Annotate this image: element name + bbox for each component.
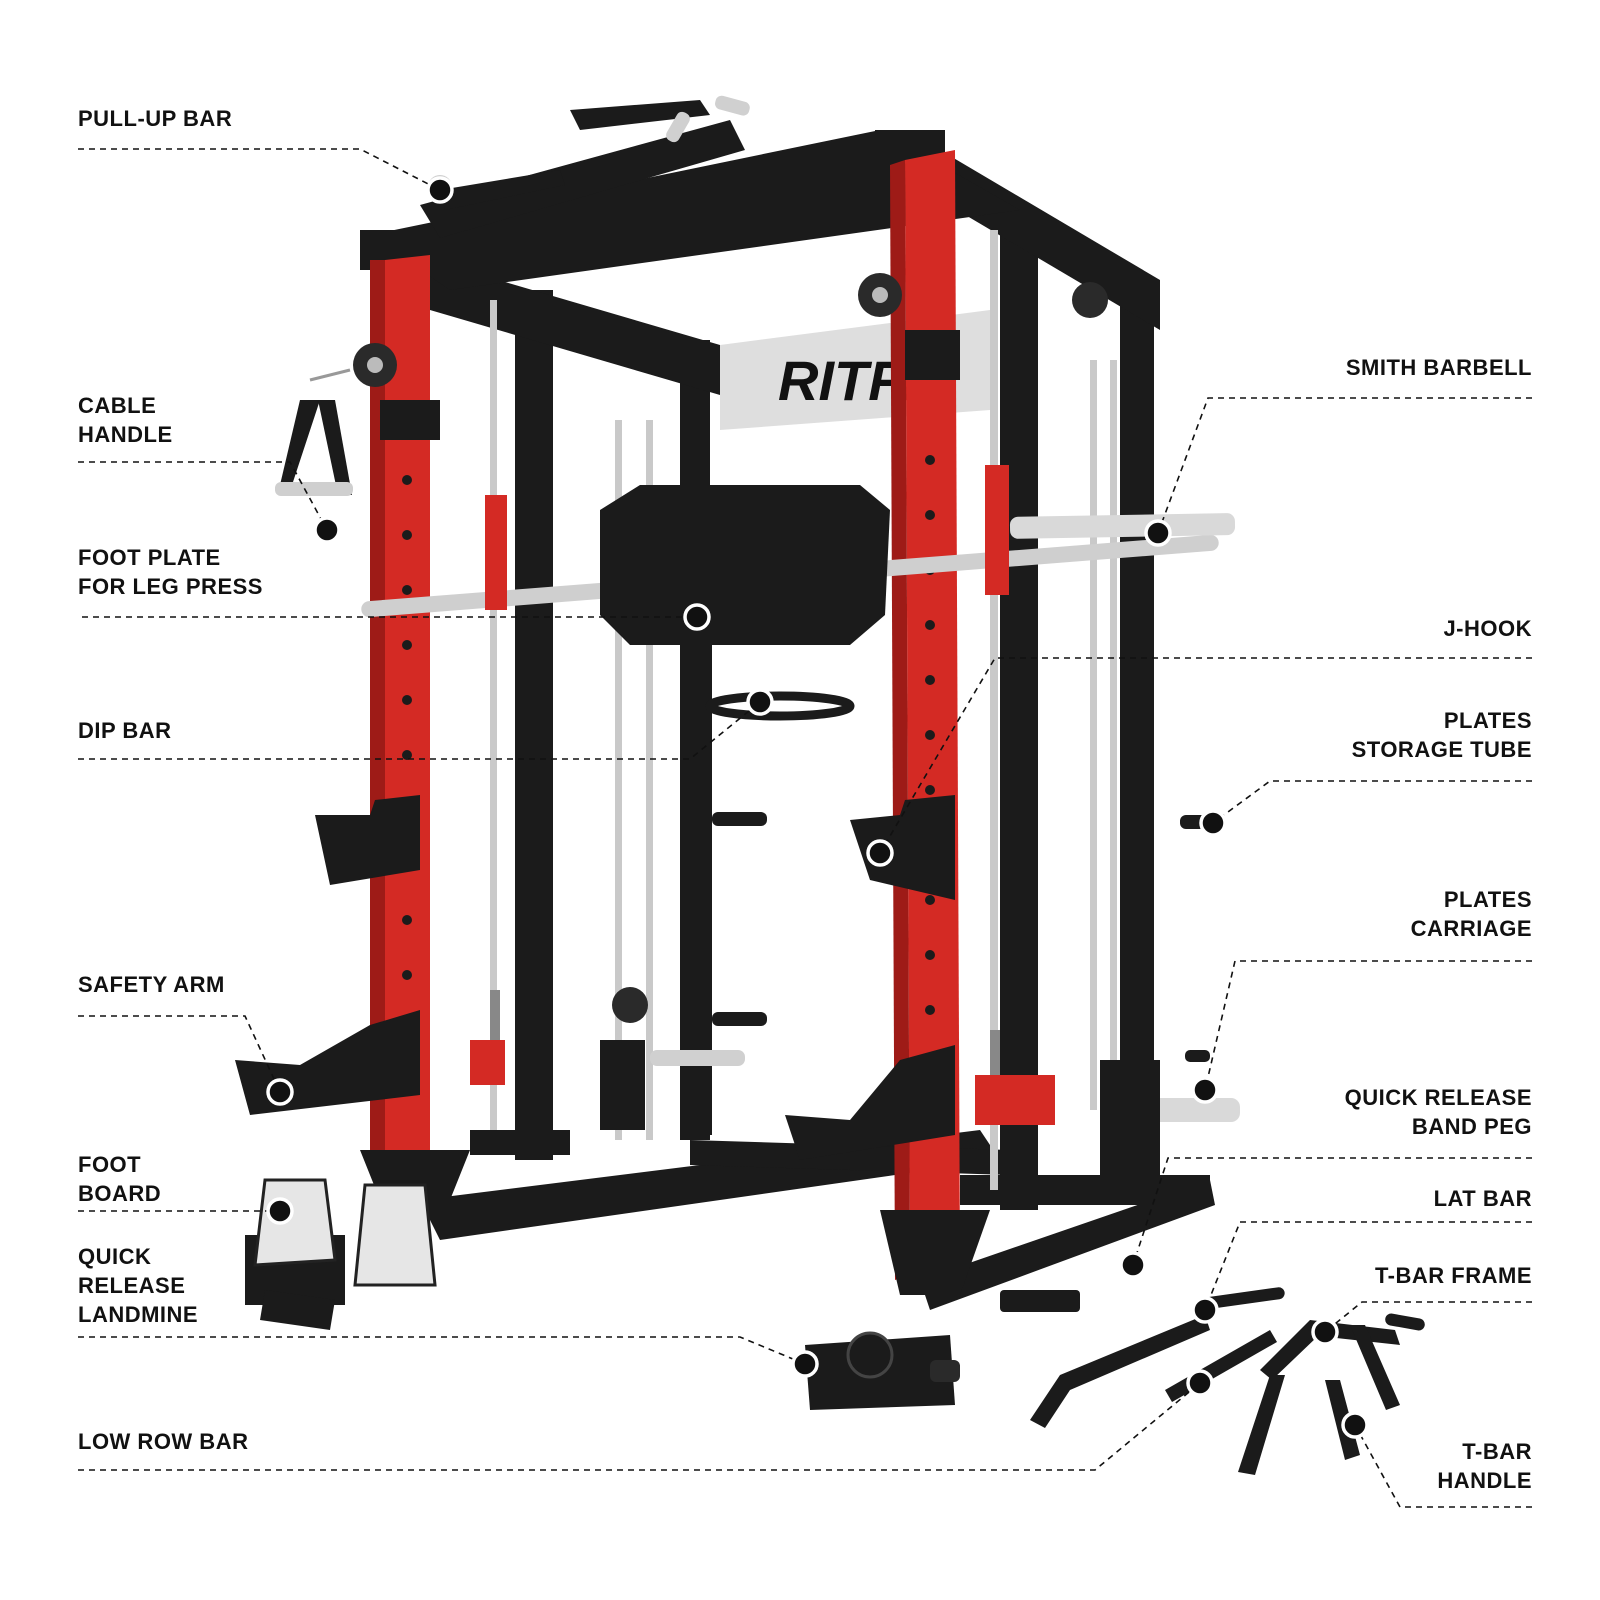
dot-safety-arm [266,1078,294,1106]
dot-foot-board [266,1197,294,1225]
dot-foot-plate [683,603,711,631]
label-lat-bar: LAT BAR [1433,1186,1532,1211]
front-right-upright [890,150,960,1280]
dot-cable-handle [313,516,341,544]
front-left-upright [370,255,430,1165]
label-pull-up-bar: PULL-UP BAR [78,106,233,131]
foot-plate-part [600,485,890,1135]
dot-band-peg [1119,1251,1147,1279]
marker-dots [266,176,1369,1439]
dot-t-bar-frame [1311,1318,1339,1346]
guide-rods [490,230,1117,1190]
center-pegs [600,812,767,1130]
carriages [470,990,1055,1155]
j-hooks [315,795,955,900]
dot-landmine [791,1350,819,1378]
dip-bar-part [705,691,855,721]
dot-plates-carriage [1191,1076,1219,1104]
dot-pull-up-bar [426,176,454,204]
leader-lines [78,148,1532,1508]
dot-low-row-bar [1186,1369,1214,1397]
foot-board-part [245,1178,437,1330]
landmine-part [805,1331,960,1410]
label-smith-barbell: SMITH BARBELL [1345,355,1532,380]
label-t-bar-frame: T-BAR FRAME [1374,1263,1532,1288]
dot-j-hook [866,839,894,867]
lat-bar-part [1030,1287,1285,1428]
safety-arms [235,1010,955,1160]
dot-t-bar-handle [1341,1411,1369,1439]
label-safety-arm: SAFETY ARM [78,972,225,997]
label-j-hook: J-HOOK [1443,616,1532,641]
rear-uprights [430,150,1160,1210]
dot-lat-bar [1191,1296,1219,1324]
t-bar-part [1238,1313,1425,1475]
base-frame [420,1130,1215,1312]
dot-smith-barbell [1144,519,1172,547]
cable-handle-part [275,368,353,496]
dot-plates-storage-tube [1199,809,1227,837]
label-dip-bar: DIP BAR [78,718,172,743]
label-low-row-bar: LOW ROW BAR [78,1429,249,1454]
dot-dip-bar [746,688,774,716]
pulleys [353,273,1108,1023]
